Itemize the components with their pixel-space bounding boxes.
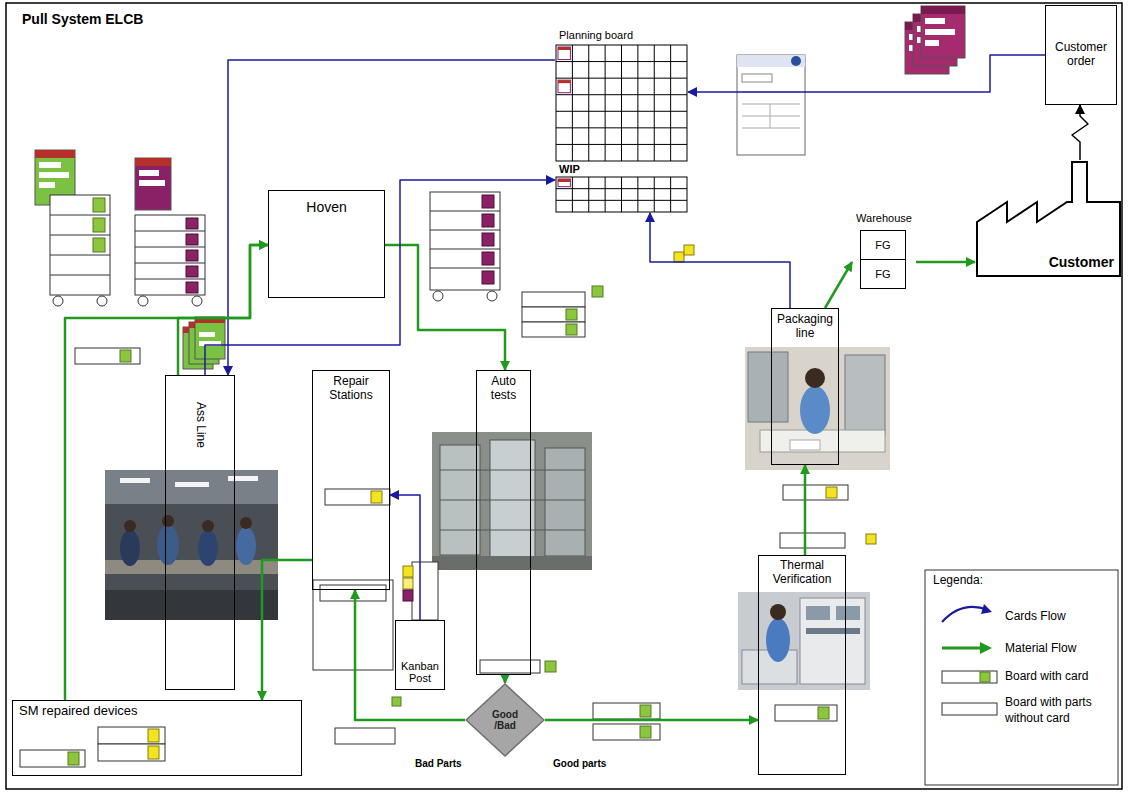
node-label: SM repaired devices [19,704,138,719]
edge-label: Good parts [552,758,607,770]
thermal-verification-box: Thermal Verification [758,555,846,775]
fg-slot: FG [860,230,906,260]
repair-stations-box: Repair Stations [312,370,390,590]
card-flow-arrow [688,55,1045,92]
board-stack [522,286,603,337]
order-cards [905,6,965,74]
kanban-post-box: Kanban Post [395,620,445,690]
packaging-line-box: Packaging line [771,308,839,465]
material-flow-arrow [65,245,268,700]
legend-card-flow-sample [942,607,988,622]
diagram-title: Pull System ELCB [22,11,143,27]
planning-board: Planning board [555,28,688,162]
node-label: Auto tests [479,375,528,403]
cart [135,215,205,306]
outer-frame [6,3,1122,789]
board-grid [555,44,688,162]
auto-test-photo [432,432,592,570]
node-label: Customer order [1050,41,1112,69]
legend-material-flow-sample [942,647,982,650]
material-flow-arrow [178,245,268,375]
node-label: Warehouse [856,212,912,225]
board-with-card [480,660,556,673]
cart [430,192,500,301]
board-with-card [75,348,140,364]
legend-text: Material Flow [1005,640,1115,656]
edge-label-wrap: Bad Parts [414,758,463,770]
fg-slot: FG [860,259,906,289]
node-label: Hoven [306,199,346,215]
material-flow-arrow [385,245,505,370]
board-without-card [780,533,876,548]
wip-board: WIP [555,163,688,213]
auto-tests-box: Auto tests [476,370,531,675]
warehouse: WarehouseFG FG [852,212,916,294]
node-label: Packaging line [774,313,836,341]
node-label: Customer [1049,254,1114,270]
card-flow-arrow [228,60,555,375]
customer-factory: Customer [975,160,1122,278]
material-flow-arrow [804,465,807,555]
board-with-card [775,705,837,721]
board-without-card [335,697,401,744]
node-label: Ass Line [193,402,207,448]
node-label: Thermal Verification [762,559,842,587]
kanban-squares [674,245,694,262]
card-flow-arrow [650,213,790,308]
edge-label-wrap: Good parts [552,758,607,770]
node-label: Repair Stations [316,375,386,403]
legend-text: Board with card [1005,668,1115,684]
legend-text: Board with parts without card [1005,694,1115,726]
packaging-photo [745,347,890,470]
node-label: FG [875,239,890,252]
material-flow-arrow [504,675,507,683]
material-flow-arrow [916,261,975,264]
cart-boards [482,195,494,284]
legend-board-sample [942,703,997,715]
card-flow-arrow [390,495,420,620]
board-with-card [783,485,848,500]
production-card [737,55,805,155]
legend-wrap: Legenda: Cards FlowMaterial FlowBoard wit… [933,574,1115,726]
kanban-post-symbol [403,562,438,620]
cart-boards [93,198,105,252]
material-flow-arrow [262,560,312,700]
legend-box [925,570,1118,785]
node-label: FG [875,268,890,281]
repair-board [325,489,390,505]
decision-diamond: Good /Bad [465,683,545,757]
node-label: Kanban Post [398,660,442,685]
repair-bench [313,580,393,670]
title-wrap: Pull System ELCB [22,11,143,27]
sm-repaired-box: SM repaired devices [12,700,302,776]
board-grid [555,176,688,213]
legend-heading: Legenda: [933,574,1115,594]
edge-label: Bad Parts [414,758,463,770]
customer-order-box: Customer order [1045,5,1117,105]
assembly-line-box: Ass Line [165,375,235,690]
kanban-cards [183,317,225,369]
material-flow-arrow [825,262,852,308]
cart [50,195,110,306]
node-label: WIP [559,163,580,176]
legend-board-card-sample [942,671,997,683]
material-flow-arrow [545,719,758,722]
card-flow-arrow [205,180,555,375]
assembly-photo [105,470,278,620]
cart-boards [186,218,198,293]
board-stack [593,703,660,740]
order-signal-arrow [1072,105,1088,160]
oven-box: Hoven [268,190,385,298]
material-flow-arrow [355,590,465,720]
sm-boards [20,727,165,767]
legend-text: Cards Flow [1005,608,1115,624]
node-label: Good /Bad [483,709,527,732]
node-label: Planning board [559,29,633,42]
